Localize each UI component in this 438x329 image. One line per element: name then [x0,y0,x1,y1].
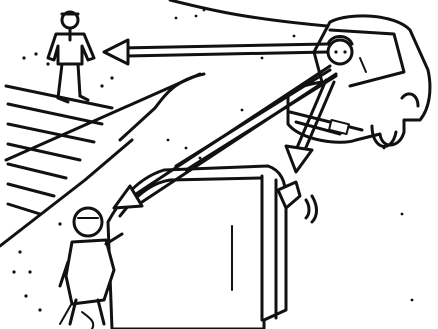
crosswalk [6,86,112,214]
driver-head [328,40,352,64]
curb-corner [120,74,204,140]
crosswalk-stripe-6 [8,184,54,196]
motorcyclist-helmet [74,208,102,236]
arrow-to-pedestrian [104,40,128,64]
motorcyclist-body [66,240,114,304]
pedestrian [48,12,94,102]
road-edge-top [170,0,350,28]
pedestrian-leg-left [58,64,62,98]
crosswalk-stripe-4 [8,144,80,160]
crosswalk-stripe-5 [8,164,66,178]
crosswalk-stripe-2 [8,104,102,124]
pedestrian-leg-right [78,64,80,96]
crosswalk-stripe-7 [8,204,40,214]
truck-body [108,166,286,329]
arrow-to-truck-mirror [286,146,312,172]
